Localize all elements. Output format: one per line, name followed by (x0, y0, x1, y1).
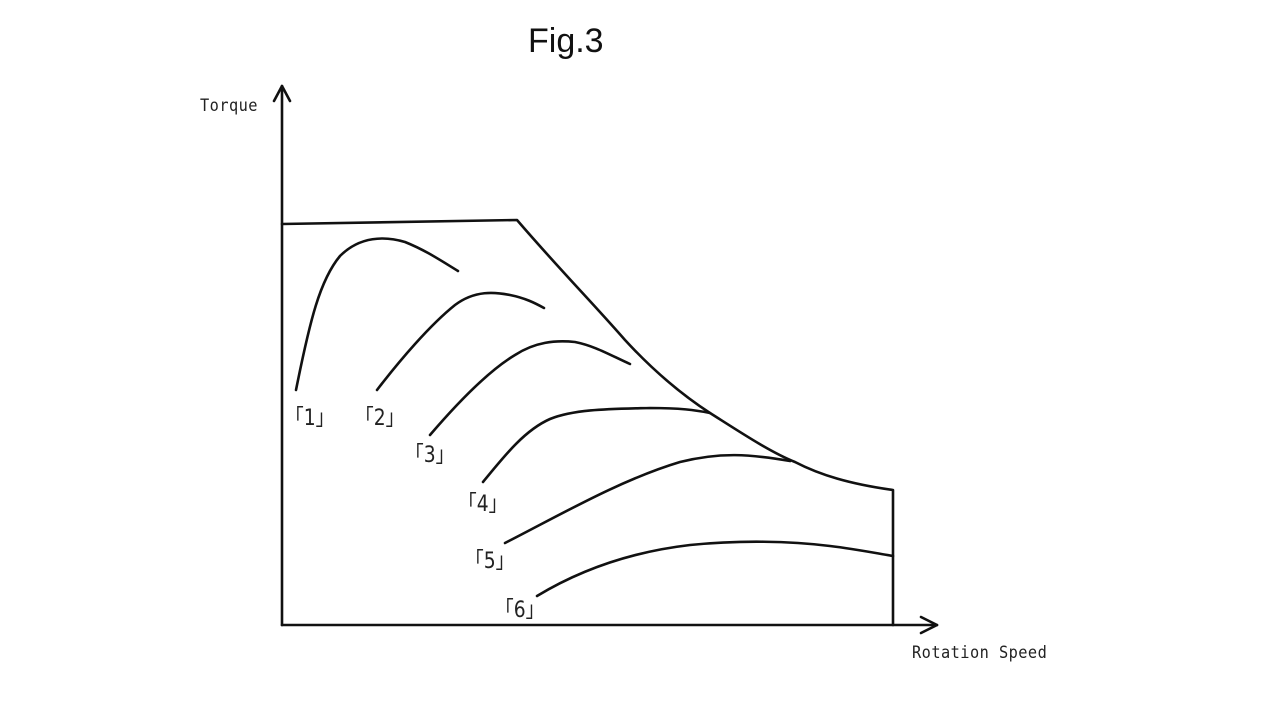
x-axis-label: Rotation Speed (912, 643, 1048, 663)
curve-2 (375, 291, 546, 392)
curve-label-2: 「2」 (355, 406, 405, 431)
curve-3 (428, 340, 632, 437)
x-axis-arrowhead-icon (919, 615, 939, 635)
curve-5 (503, 453, 792, 545)
curve-6 (535, 540, 895, 598)
torque-envelope (280, 218, 895, 627)
curve-label-6: 「6」 (495, 598, 545, 623)
curve-label-1: 「1」 (285, 406, 335, 431)
y-axis-label: Torque (200, 96, 258, 116)
curve-label-5: 「5」 (465, 549, 515, 574)
curve-label-4: 「4」 (458, 492, 508, 517)
curve-1 (294, 237, 460, 392)
y-axis-arrowhead-icon (272, 84, 292, 103)
figure-title: Fig.3 (528, 22, 604, 60)
curve-label-3: 「3」 (405, 443, 455, 468)
curve-4 (481, 406, 712, 484)
